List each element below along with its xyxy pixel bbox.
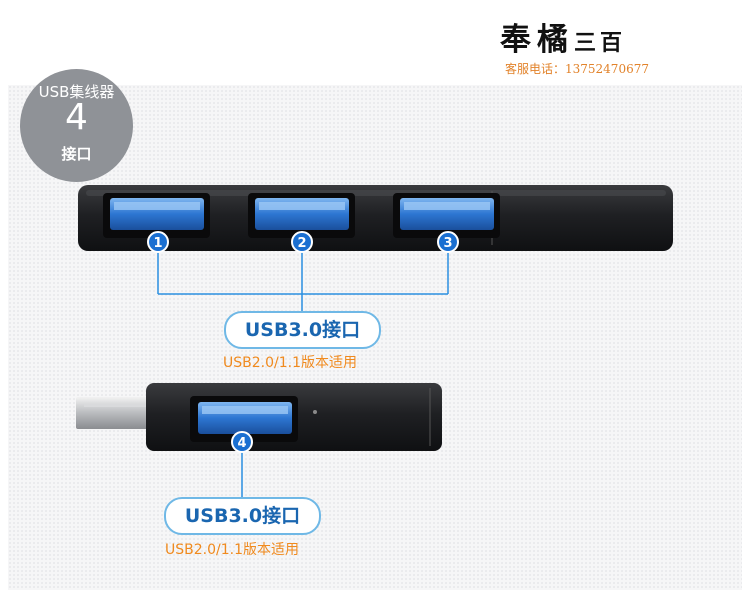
usb-plug (76, 397, 154, 429)
hub-badge: USB集线器 4 接口 (20, 69, 133, 182)
usb-port-3 (400, 198, 494, 230)
badge-title: USB集线器 (38, 83, 115, 101)
port-marker-2: 2 (291, 231, 313, 253)
port-number-4: 4 (237, 436, 246, 451)
port-number-1: 1 (153, 236, 162, 251)
bottom-port-label: USB3.0接口 (164, 497, 321, 535)
customer-hotline: 客服电话：13752470677 (505, 62, 649, 76)
port-marker-1: 1 (147, 231, 169, 253)
port-marker-3: 3 (437, 231, 459, 253)
port-marker-4: 4 (231, 431, 253, 453)
usb-port-2 (255, 198, 349, 230)
port-number-2: 2 (297, 236, 306, 251)
badge-subtitle: 接口 (61, 145, 92, 163)
top-compat-label: USB2.0/1.1版本适用 (223, 355, 357, 371)
usb-port-1 (110, 198, 204, 230)
brand-name-small: 三百 (574, 30, 627, 56)
badge-number: 4 (65, 97, 88, 138)
top-port-label: USB3.0接口 (224, 311, 381, 349)
connector-lines-top (157, 252, 449, 312)
bottom-compat-label: USB2.0/1.1版本适用 (165, 542, 299, 558)
hub-body-bottom (146, 383, 442, 451)
usb-port-4 (198, 402, 292, 434)
brand-name-big: 奉橘 (500, 22, 574, 58)
brand-logo: 奉橘三百 (500, 14, 670, 58)
port-number-3: 3 (443, 236, 452, 251)
